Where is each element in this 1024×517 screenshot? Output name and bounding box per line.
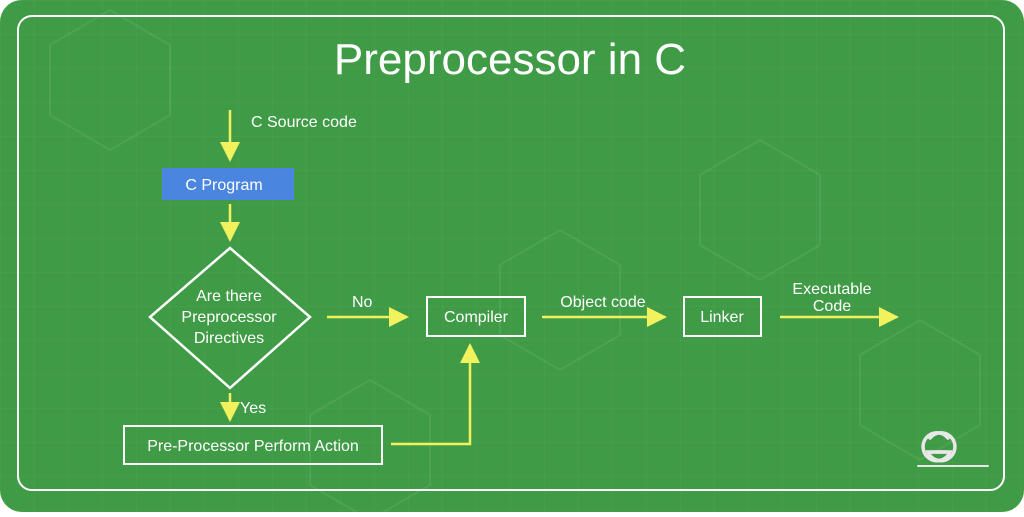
- decision-label-line3: Directives: [194, 330, 264, 347]
- geeksforgeeks-logo-icon: [917, 430, 989, 467]
- preprocessor-action-label: Pre-Processor Perform Action: [147, 438, 359, 455]
- label-code: Code: [813, 298, 851, 315]
- decision-diamond: [148, 246, 312, 390]
- hexagon-decoration: [49, 8, 981, 517]
- label-executable: Executable: [792, 281, 871, 298]
- linker-label: Linker: [700, 309, 744, 326]
- decision-label-line2: Preprocessor: [181, 309, 277, 326]
- diagram-title: Preprocessor in C: [334, 35, 686, 84]
- inner-frame: [17, 15, 1005, 491]
- preprocessor-action-box: [123, 425, 383, 465]
- compiler-label: Compiler: [444, 309, 509, 326]
- linker-box: [683, 296, 762, 337]
- arrow-action-to-compiler: [391, 343, 480, 446]
- decision-label-line1: Are there: [196, 288, 262, 305]
- c-program-label: C Program: [185, 177, 262, 194]
- connectors: [220, 110, 899, 446]
- label-no: No: [352, 294, 373, 311]
- label-yes: Yes: [240, 400, 266, 417]
- compiler-box: [426, 296, 526, 337]
- label-source-code: C Source code: [251, 114, 357, 131]
- c-program-box: [162, 168, 294, 200]
- label-object-code: Object code: [560, 294, 645, 311]
